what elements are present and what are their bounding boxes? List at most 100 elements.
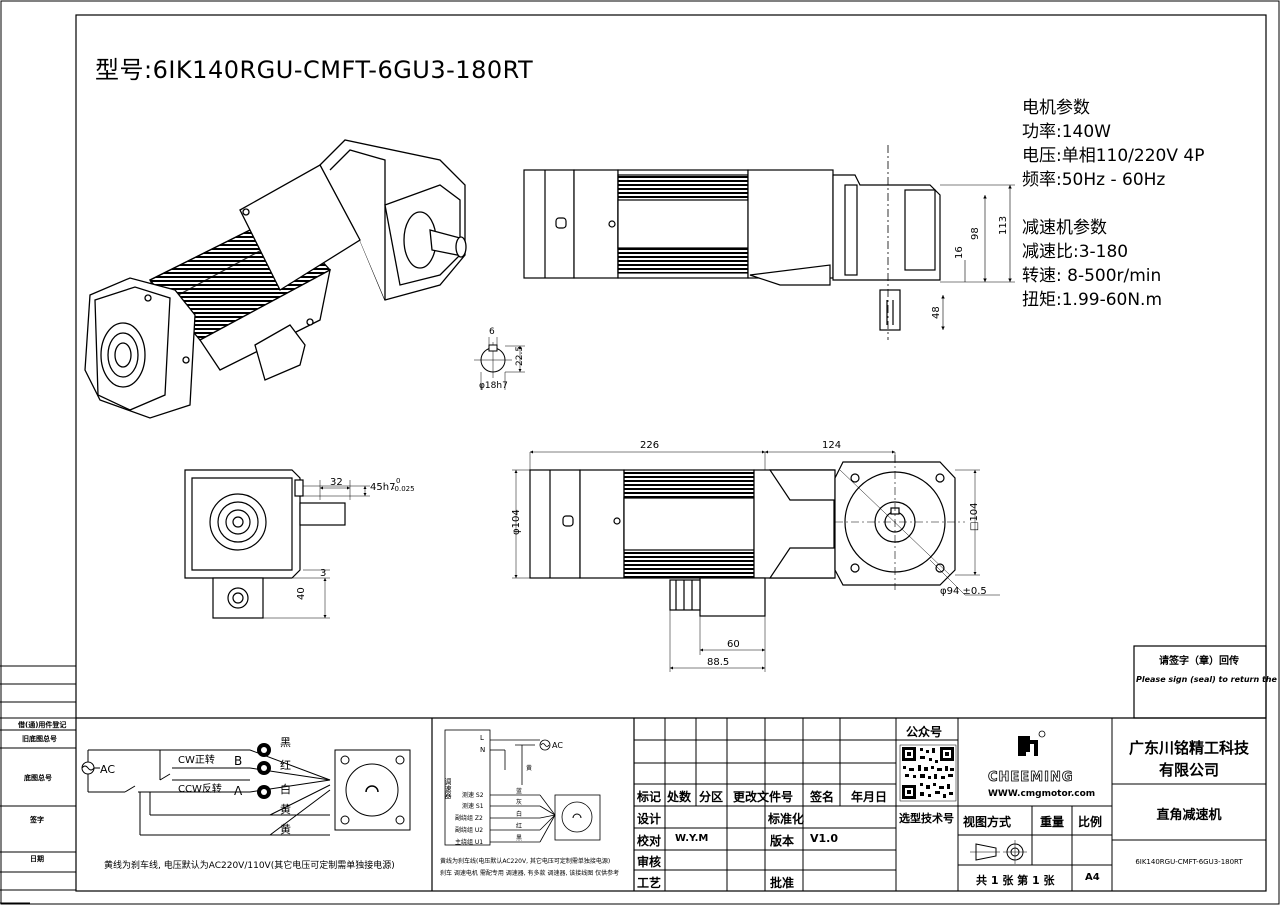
dim-113: 113	[998, 216, 1009, 235]
motor-params: 电机参数 功率:140W 电压:单相110/220V 4P 频率:50Hz - …	[1022, 96, 1204, 312]
tb-paper: A4	[1085, 872, 1100, 883]
dim-48: 48	[931, 306, 942, 319]
dim-40: 40	[296, 587, 307, 600]
wiring-diagram-1	[81, 749, 411, 836]
wiring-terminals-1	[257, 743, 271, 799]
wire-color-black: 黑	[280, 736, 291, 749]
wiring-ac-label: AC	[100, 763, 115, 776]
tb-select-tech: 选型技术号	[899, 812, 954, 825]
dim-226: 226	[640, 440, 659, 451]
motor-params-heading: 电机参数	[1022, 98, 1090, 118]
sign-notice: 请签字（章）回传 Please sign (seal) to return th…	[1136, 653, 1280, 689]
wire-color-red: 红	[280, 759, 291, 772]
dim-16: 16	[954, 246, 965, 259]
dim-32: 32	[330, 477, 343, 488]
wiring-note-1: 黄线为刹车线, 电压默认为AC220V/110V(其它电压可定制需单独接电源)	[104, 859, 395, 871]
wiring2-black: 黑	[516, 835, 522, 842]
company-name: 广东川铭精工科技 有限公司	[1114, 737, 1264, 781]
motor-frequency: 频率:50Hz - 60Hz	[1022, 170, 1166, 190]
wiring-diagram-2	[444, 729, 601, 846]
reducer-speed: 转速: 8-500r/min	[1022, 266, 1162, 286]
tb-craft: 工艺	[637, 876, 662, 890]
wiring2-u2: 副绕组 U2	[455, 826, 483, 834]
wiring-note-2b: 刹车 调速电机 需配专用 调速器, 有多款 调速器, 该接线图 仅供参考	[440, 869, 619, 877]
company-line-1: 广东川铭精工科技	[1128, 739, 1249, 757]
model-title: 型号:6IK140RGU-CMFT-6GU3-180RT	[95, 56, 534, 84]
title-block-grid	[634, 718, 1266, 891]
left-label-1: 借(通)用件登记	[17, 720, 66, 729]
reducer-params-heading: 减速机参数	[1022, 218, 1107, 238]
tb-mark: 标记	[637, 790, 662, 804]
wire-color-yellow-2: 黄	[280, 822, 291, 836]
cheeming-logo	[1018, 730, 1046, 756]
wiring2-red: 红	[516, 822, 522, 830]
wiring2-s1: 测速 S1	[462, 802, 484, 810]
wiring-cw-label: CW正转	[178, 753, 215, 766]
tb-checker: W.Y.M	[675, 833, 709, 844]
dim-22-5: 22.5	[515, 346, 525, 366]
wire-color-yellow-1: 黄	[280, 802, 291, 816]
qr-code-icon	[899, 744, 957, 802]
projection-symbol-icon	[970, 840, 1027, 864]
tb-change-doc: 更改文件号	[733, 790, 794, 804]
tb-zone: 分区	[699, 790, 724, 804]
tb-view-method: 视图方式	[963, 815, 1012, 829]
tb-review: 审核	[637, 855, 662, 869]
wiring2-blue: 蓝	[516, 787, 522, 795]
isometric-motor-view	[84, 139, 467, 419]
reducer-torque: 扭矩:1.99-60N.m	[1022, 290, 1163, 310]
wiring2-u1: 主绕组 U1	[455, 838, 483, 846]
sign-notice-cn: 请签字（章）回传	[1159, 656, 1239, 667]
bottom-frame	[76, 645, 1267, 891]
tb-date: 年月日	[851, 790, 888, 804]
tb-approve: 批准	[770, 876, 795, 890]
dim-94: φ94 ±0.5	[940, 586, 987, 597]
wire-color-white: 白	[280, 782, 291, 796]
front-view	[184, 469, 370, 619]
tb-wechat: 公众号	[906, 725, 943, 739]
tb-version-label: 版本	[770, 834, 795, 848]
wiring-b-label: B	[234, 754, 242, 768]
wiring2-s2: 测速 S2	[462, 791, 484, 799]
tb-sheets: 共 1 张 第 1 张	[976, 874, 1055, 887]
tb-standardize: 标准化	[768, 812, 805, 826]
wiring2-yellow: 黄	[526, 764, 532, 772]
wiring2-gray: 灰	[516, 798, 522, 806]
tb-check: 校对	[637, 834, 662, 848]
brand-website: WWW.cmgmotor.com	[988, 789, 1095, 799]
tb-weight: 重量	[1040, 815, 1065, 829]
motor-power: 功率:140W	[1022, 122, 1111, 142]
wiring-ccw-label: CCW反转	[178, 782, 222, 795]
dim-45h7-tol-down: -0.025	[392, 485, 415, 493]
dim-45h7-tol-up: 0	[396, 477, 400, 485]
wiring2-ac: AC	[552, 741, 563, 750]
dim-124: 124	[822, 440, 841, 451]
dim-45h7: 45h7	[370, 482, 395, 493]
side-view	[523, 145, 1015, 340]
left-label-4: 签字	[29, 815, 44, 824]
dim-18h7: φ18h7	[479, 381, 508, 391]
sign-notice-en: Please sign (seal) to return the call	[1136, 675, 1280, 684]
company-line-2: 有限公司	[1158, 761, 1219, 779]
wiring2-z2: 副绕组 Z2	[455, 814, 483, 822]
dim-88-5: 88.5	[707, 657, 729, 668]
left-margin-block	[0, 665, 76, 904]
left-label-2: 旧底图总号	[22, 734, 57, 743]
left-label-3: 底图总号	[24, 773, 52, 782]
wiring2-L: L	[480, 734, 484, 742]
tb-sign: 签名	[810, 790, 835, 804]
part-number: 6IK140RGU-CMFT-6GU3-180RT	[1135, 858, 1243, 866]
dim-104-dia: φ104	[511, 509, 522, 535]
top-view	[512, 450, 1000, 672]
product-name: 直角减速机	[1156, 808, 1222, 823]
wiring2-white: 白	[516, 810, 522, 818]
motor-voltage: 电压:单相110/220V 4P	[1022, 146, 1205, 166]
wiring-a-label: A	[234, 784, 243, 798]
dim-3: 3	[320, 568, 326, 579]
shaft-section	[474, 337, 525, 390]
dim-6: 6	[489, 327, 495, 337]
dim-104-sq: □104	[969, 502, 980, 531]
wiring-note-2a: 黄线为刹车线(电压默认AC220V, 其它电压可定制需单独接电源)	[440, 857, 610, 865]
brand-name: CHEEMING	[988, 770, 1074, 785]
